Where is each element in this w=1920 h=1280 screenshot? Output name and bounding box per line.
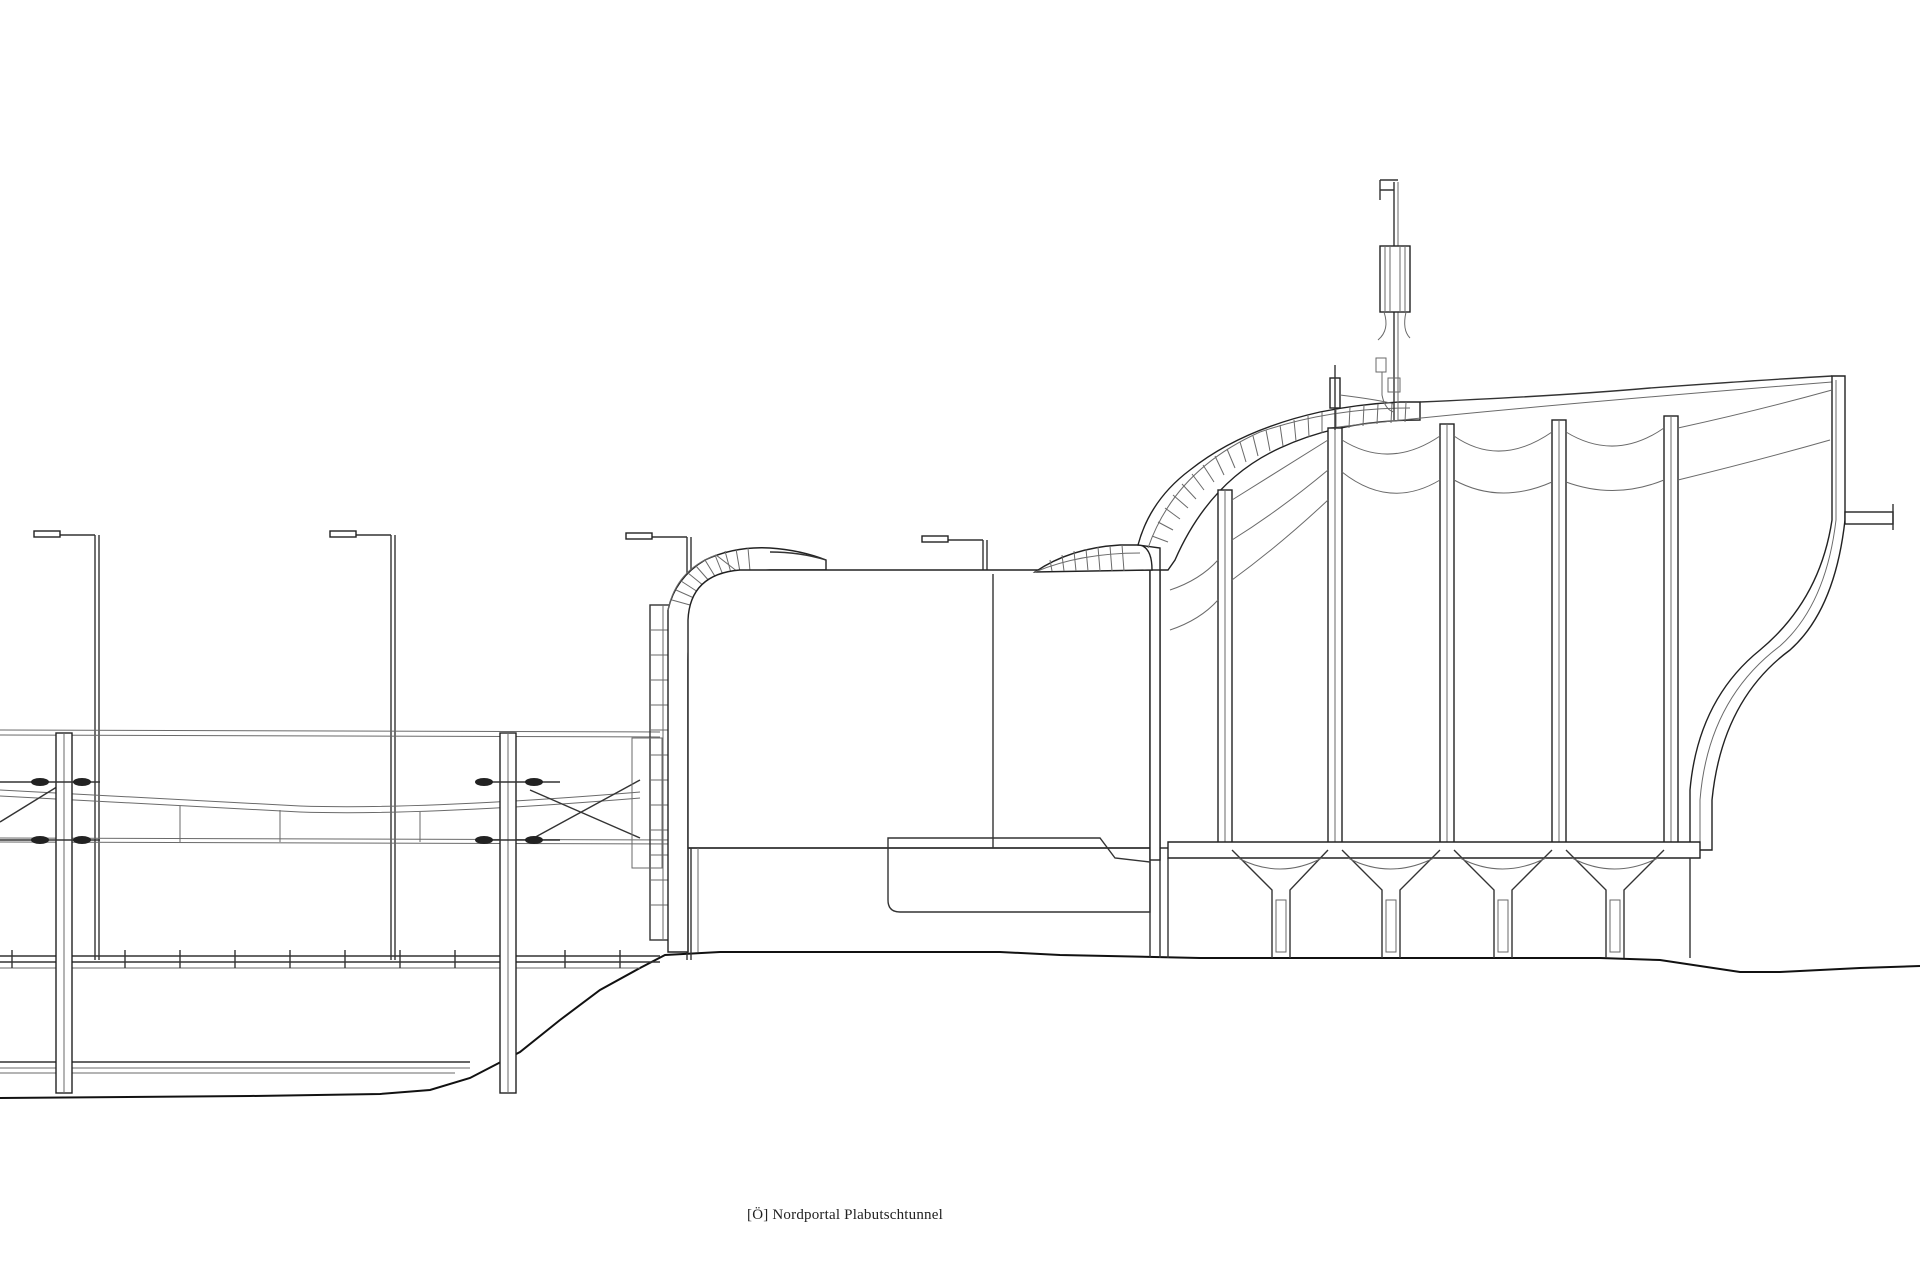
antenna-mast [1329,179,1411,430]
drawing-caption: [Ö] Nordportal Plabutschtunnel [0,1207,1920,1224]
caption-text: [Ö] Nordportal Plabutschtunnel [747,1207,943,1223]
portal-base-piers [1167,841,1701,958]
portal-fins [1169,389,1833,851]
ground-line [0,951,1920,1099]
catenary-masts [0,732,560,1094]
guardrail [0,950,660,969]
insulators [31,778,543,844]
curved-portal-shell [1137,375,1894,851]
overhead-wires [0,729,691,845]
mid-arch-roof [1032,544,1153,573]
railway-track [0,1061,470,1074]
tunnel-main-block [687,569,1170,958]
